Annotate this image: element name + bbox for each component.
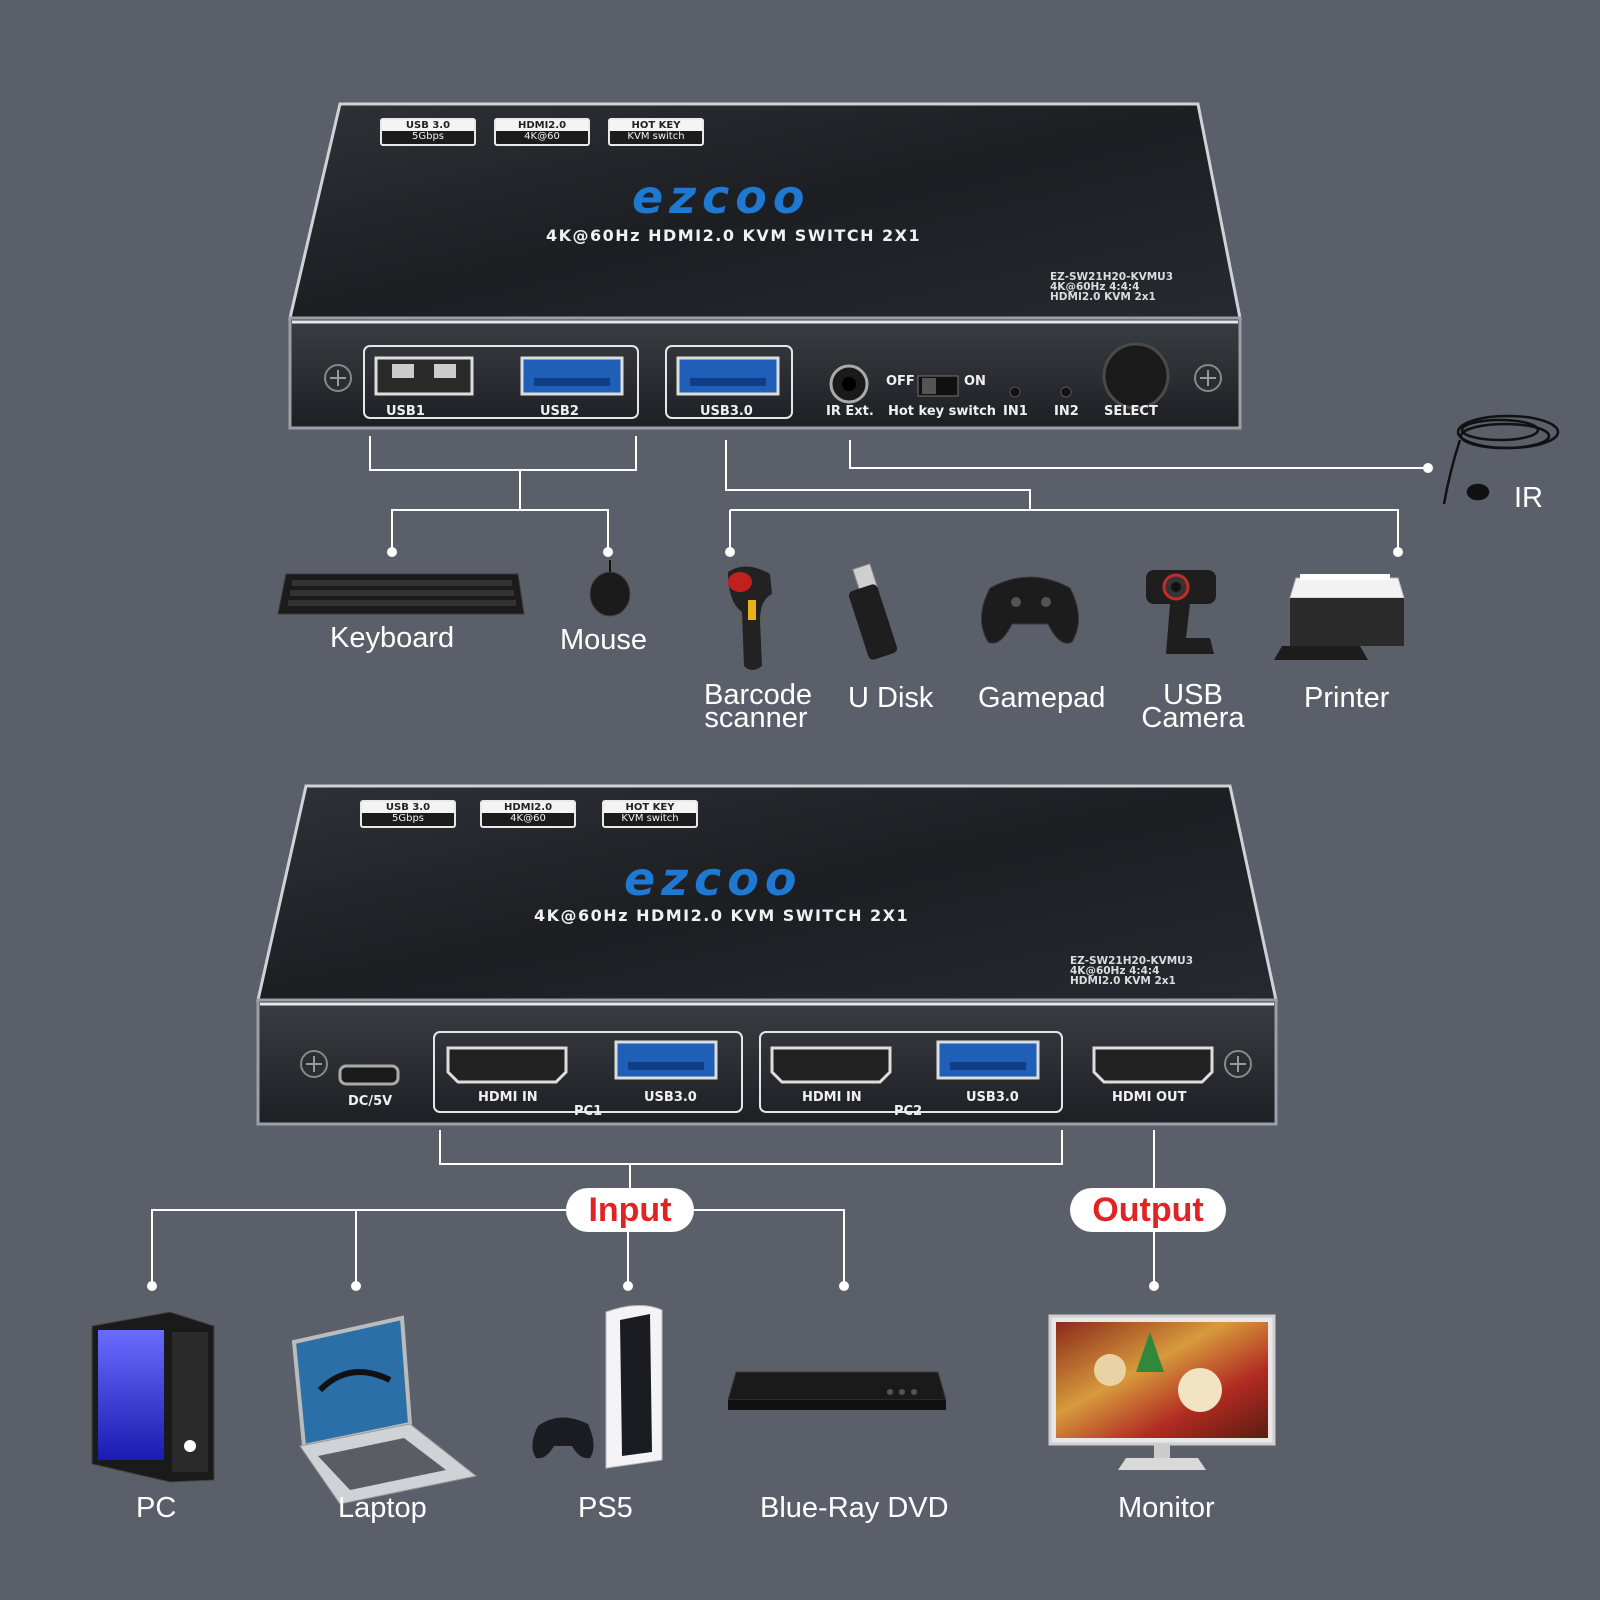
u-disk-label: U Disk <box>848 682 934 714</box>
bottom-model-title: 4K@60Hz HDMI2.0 KVM SWITCH 2X1 <box>534 906 910 925</box>
pc2-label: PC2 <box>894 1104 923 1119</box>
bottom-spec-line: EZ-SW21H20-KVMU3 <box>1070 955 1194 967</box>
in2-label: IN2 <box>1054 404 1079 419</box>
usb1-label: USB1 <box>386 404 425 419</box>
printer-label: Printer <box>1304 682 1390 714</box>
pc1-usb30-label: USB3.0 <box>644 1090 697 1105</box>
pc1-usb30-port <box>614 1040 718 1080</box>
gamepad-label: Gamepad <box>978 682 1106 714</box>
usb30-port <box>676 356 780 396</box>
top-spec-line: 4K@60Hz 4:4:4 <box>1050 281 1140 293</box>
bottom-brand-logo: ezcoo <box>624 852 803 906</box>
pc2-usb30-label: USB3.0 <box>966 1090 1019 1105</box>
mouse-label: Mouse <box>560 624 648 656</box>
usb1-port <box>374 356 474 396</box>
in1-led <box>1009 386 1021 398</box>
output-pill: Output <box>1070 1188 1226 1232</box>
dc-label: DC/5V <box>348 1094 393 1109</box>
usb2-label: USB2 <box>540 404 579 419</box>
usb-camera-icon <box>1146 570 1216 654</box>
pc2-hdmi-in-port <box>770 1046 892 1084</box>
gamepad-icon <box>981 576 1079 644</box>
top-spec-line: HDMI2.0 KVM 2x1 <box>1050 291 1156 303</box>
barcode-scanner-icon <box>728 566 772 670</box>
toggle-off-label: OFF <box>886 374 915 389</box>
toggle-on-label: ON <box>964 374 986 389</box>
keyboard-label: Keyboard <box>330 622 455 654</box>
usb30-label: USB3.0 <box>700 404 753 419</box>
pc2-hdmi-in-label: HDMI IN <box>802 1090 862 1105</box>
mouse-icon <box>589 560 631 617</box>
pc-tower-icon <box>91 1311 215 1483</box>
keyboard-icon <box>277 573 525 615</box>
top-connector-lines <box>369 436 1428 550</box>
input-pill: Input <box>566 1188 694 1232</box>
ir-ext-label: IR Ext. <box>826 404 874 419</box>
pc2-usb30-port <box>936 1040 1040 1080</box>
usb12-group-outline <box>363 345 639 419</box>
u-disk-icon <box>848 563 898 660</box>
ps5-icon <box>532 1305 663 1469</box>
ir-label: IR <box>1514 482 1543 514</box>
usb2-port <box>520 356 624 396</box>
monitor-label: Monitor <box>1118 1492 1215 1524</box>
top-spec-line: EZ-SW21H20-KVMU3 <box>1050 271 1174 283</box>
pc2-group-outline <box>759 1031 1063 1113</box>
in2-led <box>1060 386 1072 398</box>
pc1-label: PC1 <box>574 1104 603 1119</box>
top-model-title: 4K@60Hz HDMI2.0 KVM SWITCH 2X1 <box>546 226 922 245</box>
usb30-group-outline <box>665 345 793 419</box>
printer-icon <box>1274 574 1405 660</box>
top-brand-logo: ezcoo <box>632 170 811 224</box>
ps5-label: PS5 <box>578 1492 633 1524</box>
laptop-icon <box>291 1315 478 1505</box>
bottom-spec-line: 4K@60Hz 4:4:4 <box>1070 965 1160 977</box>
pc-label: PC <box>136 1492 177 1524</box>
bottom-kvm-switch <box>256 784 1278 1126</box>
top-kvm-switch <box>288 102 1242 430</box>
pc1-hdmi-in-label: HDMI IN <box>478 1090 538 1105</box>
in1-label: IN1 <box>1003 404 1028 419</box>
ir-receiver-cable-icon <box>1442 414 1560 505</box>
laptop-label: Laptop <box>338 1492 427 1524</box>
bluray-label: Blue-Ray DVD <box>760 1492 949 1524</box>
select-label: SELECT <box>1104 404 1158 419</box>
hdmi-out-port <box>1092 1046 1214 1084</box>
bluray-player-icon <box>727 1371 947 1410</box>
pc1-group-outline <box>433 1031 743 1113</box>
dc-port <box>338 1064 400 1086</box>
hdmi-out-label: HDMI OUT <box>1112 1090 1187 1105</box>
bottom-spec-line: HDMI2.0 KVM 2x1 <box>1070 975 1176 987</box>
hotkey-switch-label: Hot key switch <box>888 404 997 419</box>
monitor-icon <box>1048 1314 1276 1470</box>
select-button <box>1102 342 1170 410</box>
pc1-hdmi-in-port <box>446 1046 568 1084</box>
